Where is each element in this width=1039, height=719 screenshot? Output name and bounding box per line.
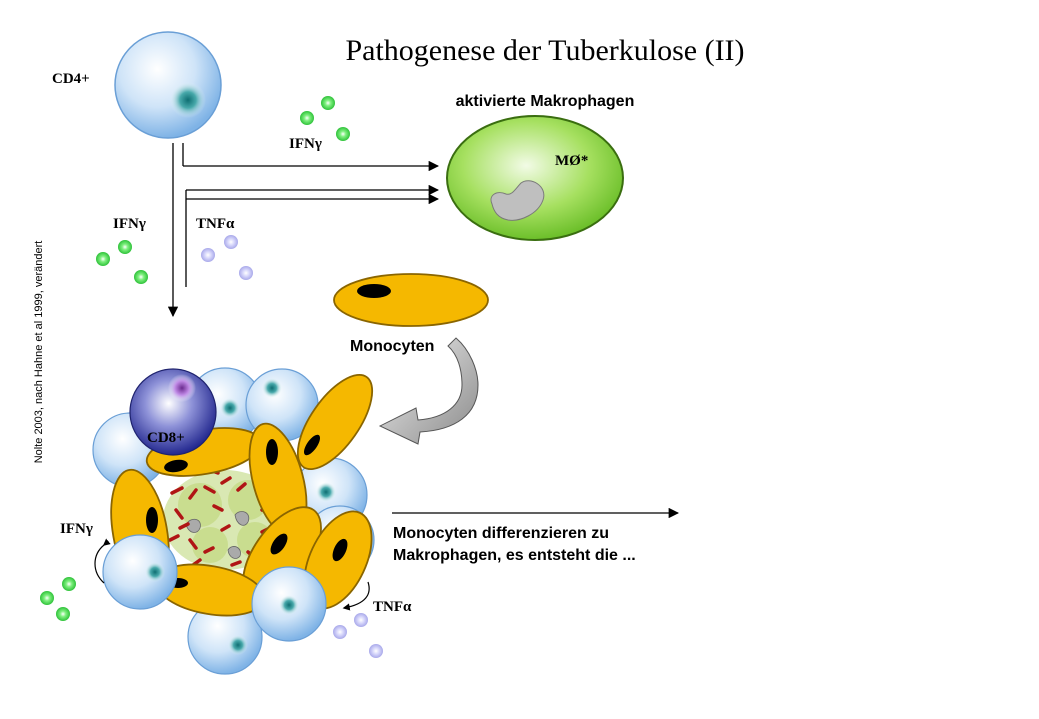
- tnf-alpha-bottom-arrow: [342, 581, 370, 611]
- ifn-gamma-bottom-label: IFNγ: [60, 521, 93, 537]
- ifn-gamma-molecules-left: [96, 240, 148, 284]
- differentiation-text-line2: Makrophagen, es entsteht die ...: [393, 547, 636, 564]
- curved-differentiation-arrow: [378, 337, 479, 445]
- tnf-alpha-molecules-bottom: [333, 613, 383, 658]
- granuloma-lymphocytes-front: [102, 534, 327, 642]
- ifn-gamma-molecules-bottom: [40, 577, 76, 621]
- monocytes-label: Monocyten: [350, 338, 434, 355]
- signal-arrows: [167, 143, 440, 318]
- source-credit: Nolte 2003, nach Hahne et al 1999, verän…: [33, 241, 45, 464]
- cd8-label: CD8+: [147, 430, 185, 446]
- cd8-t-cell: [129, 368, 217, 456]
- ifn-gamma-bottom-arrow: [94, 538, 111, 584]
- monocyte-cell: [333, 273, 489, 327]
- activated-macrophage-cell: [446, 115, 624, 241]
- diagram-title: Pathogenese der Tuberkulose (II): [345, 34, 744, 67]
- tnf-alpha-top-label: TNFα: [196, 216, 235, 232]
- macrophage-symbol: MØ*: [555, 153, 588, 169]
- ifn-gamma-molecules-top: [300, 96, 350, 141]
- differentiation-text-line1: Monocyten differenzieren zu: [393, 525, 609, 542]
- ifn-gamma-top-label: IFNγ: [289, 136, 322, 152]
- granuloma: [92, 367, 375, 675]
- ifn-gamma-left-label: IFNγ: [113, 216, 146, 232]
- cd4-label: CD4+: [52, 71, 90, 87]
- activated-macrophages-label: aktivierte Makrophagen: [456, 93, 635, 110]
- cd4-t-cell: [114, 31, 222, 139]
- tnf-alpha-bottom-label: TNFα: [373, 599, 412, 615]
- tnf-alpha-molecules-top: [201, 235, 253, 280]
